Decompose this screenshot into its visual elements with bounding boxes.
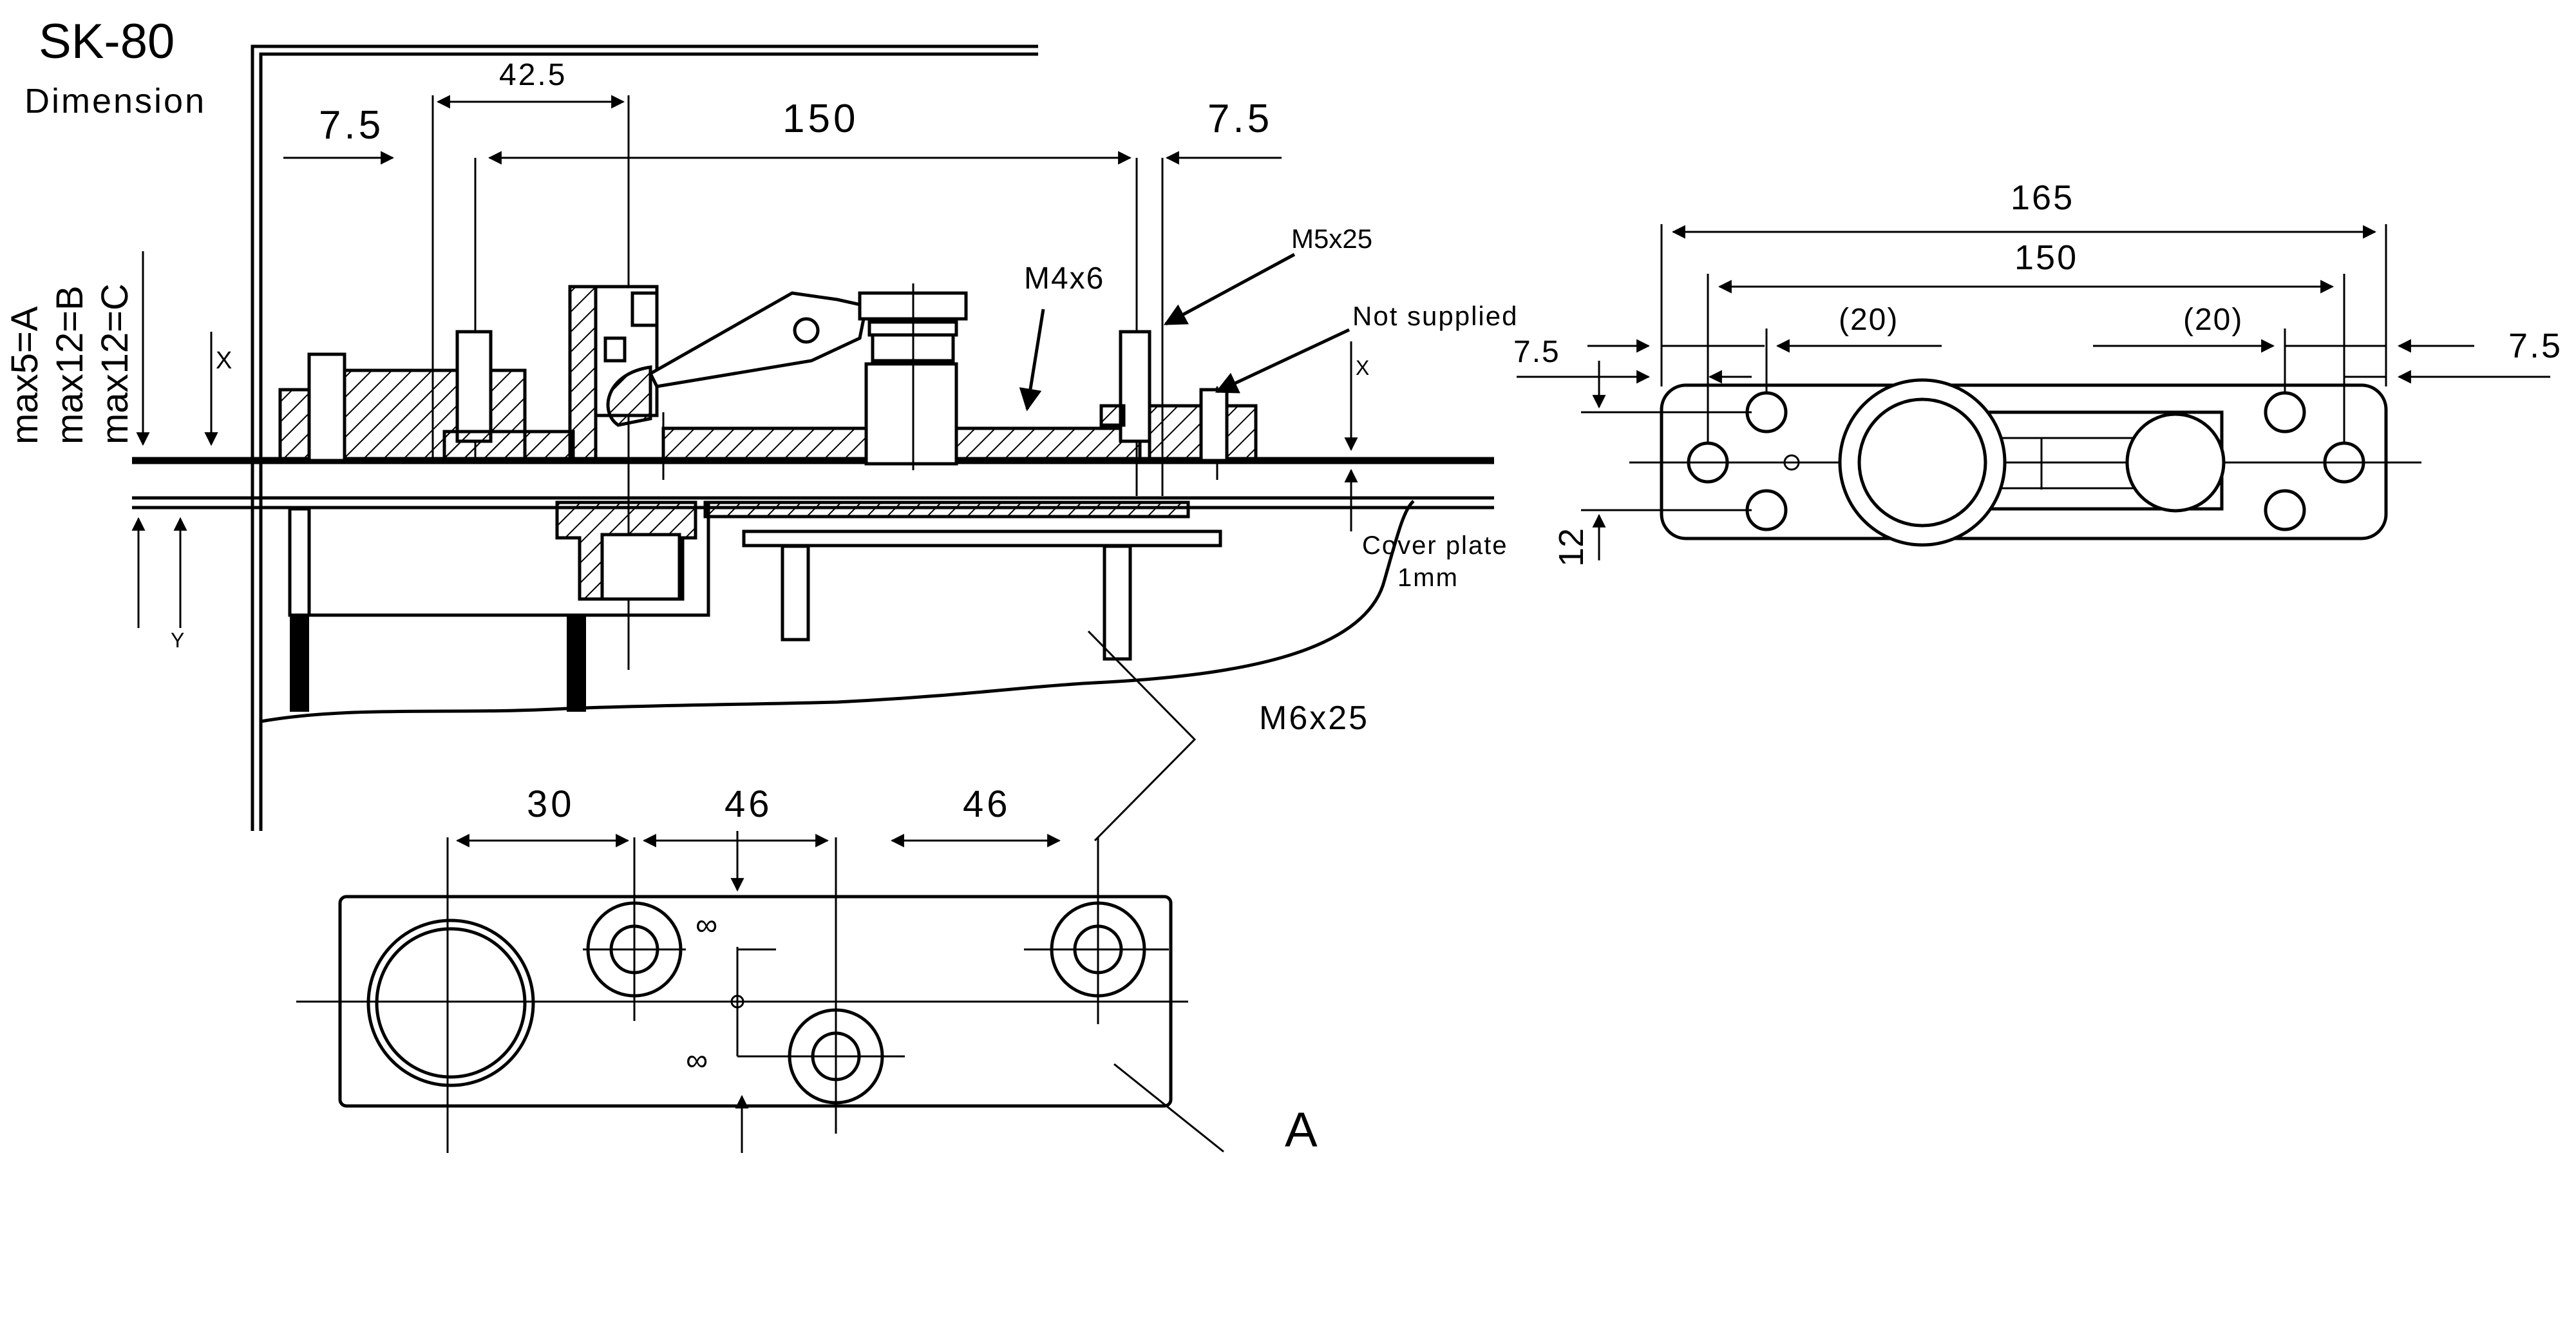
plate-dim-30-label: 30 <box>527 783 575 825</box>
label-x-right: X <box>1356 356 1369 379</box>
top-dim-7-right-label: 7.5 <box>2508 327 2562 365</box>
left-bolt <box>307 352 346 462</box>
plate-center-mark <box>730 995 744 1009</box>
cover-plate-thickness: 1mm <box>1397 564 1459 592</box>
side-label-c: max12=C <box>94 283 136 444</box>
floor-bracket <box>290 502 710 617</box>
floor-post-left-dark <box>290 615 309 712</box>
callout-not-supplied: Not supplied <box>1352 301 1518 331</box>
plate-dim-46b-label: 46 <box>963 783 1011 825</box>
dim-150-label: 150 <box>782 97 858 141</box>
top-spindle-inner <box>1857 397 1987 528</box>
dim-42-label: 42.5 <box>499 58 567 92</box>
under-pin-left <box>781 544 810 642</box>
under-hatch-bar <box>703 500 1190 519</box>
channel-right <box>954 426 1142 462</box>
floor-post-left <box>288 507 311 617</box>
channel-left <box>661 426 868 462</box>
right-block-small <box>1099 404 1126 427</box>
bottom-plate-view: 30 46 46 ∞ ∞ A <box>296 783 1318 1157</box>
side-label-a: max5=A <box>4 306 46 444</box>
mid-bolt <box>455 330 493 443</box>
side-section-view: 42.5 7.5 150 7.5 X X Y M5x25 M4x6 Not su… <box>132 44 1518 842</box>
screw-not-supplied <box>1199 388 1229 462</box>
top-dim-7-left-label: 7.5 <box>1513 335 1560 369</box>
dim-7-left-label: 7.5 <box>319 103 384 148</box>
plate-offset-upper: ∞ <box>696 908 717 942</box>
dim-7-right-label: 7.5 <box>1208 97 1273 141</box>
spindle-base <box>864 362 958 466</box>
callout-m4: M4x6 <box>1024 262 1104 296</box>
top-hole-left-upper <box>1745 391 1788 433</box>
door-frame <box>251 44 1038 831</box>
under-pin-right <box>1103 544 1132 661</box>
top-spindle-outer <box>1838 378 2007 547</box>
callout-m6-leader <box>1087 630 1197 842</box>
pivot-arc <box>606 365 652 427</box>
plate-hole-large-outer <box>366 919 535 1087</box>
pivot-insert-1 <box>630 291 659 327</box>
plate-hole-large-inner <box>375 927 527 1079</box>
top-hole-right-upper <box>2264 391 2306 433</box>
plate-dim-46a-label: 46 <box>724 783 773 825</box>
top-hole-right-lower <box>2264 489 2306 531</box>
label-y: Y <box>171 629 184 652</box>
top-dim-12-label: 12 <box>1552 528 1591 567</box>
top-dim-150-label: 150 <box>2014 238 2078 277</box>
top-view: 165 150 (20) (20) 7.5 7.5 12 <box>1513 178 2562 567</box>
callout-m6: M6x25 <box>1259 700 1369 737</box>
pivot-housing <box>568 285 598 462</box>
drawing-title: SK-80 <box>39 14 175 69</box>
under-bushing-inner <box>600 533 681 601</box>
closer-arm <box>648 291 868 388</box>
view-a-label: A <box>1285 1103 1318 1157</box>
drawing-subtitle: Dimension <box>24 82 206 120</box>
break-line <box>260 500 1415 723</box>
top-hole-left-lower <box>1745 489 1788 531</box>
view-a-leader <box>1113 1063 1224 1153</box>
top-slot-end <box>2125 412 2226 513</box>
side-label-b: max12=B <box>49 285 91 444</box>
cover-plate-label: Cover plate <box>1362 531 1508 560</box>
pivot-insert-2 <box>603 336 627 363</box>
top-dim-20-right-label: (20) <box>2183 303 2243 337</box>
callout-m5: M5x25 <box>1291 224 1372 254</box>
base-plate <box>442 430 575 462</box>
plate-offset-lower: ∞ <box>686 1043 708 1078</box>
callout-m4-leader <box>1019 309 1045 412</box>
label-x-left: X <box>216 347 232 374</box>
arm-pin <box>793 317 820 344</box>
top-dim-20-left-label: (20) <box>1839 303 1899 337</box>
floor-post-right-dark <box>567 615 586 712</box>
left-block-small <box>278 388 311 462</box>
top-dim-165-label: 165 <box>2011 178 2074 217</box>
top-center-mark <box>1783 454 1800 471</box>
under-plate <box>742 529 1222 548</box>
callout-m5-leader <box>1163 252 1296 326</box>
callout-not-supplied-leader <box>1215 328 1350 394</box>
